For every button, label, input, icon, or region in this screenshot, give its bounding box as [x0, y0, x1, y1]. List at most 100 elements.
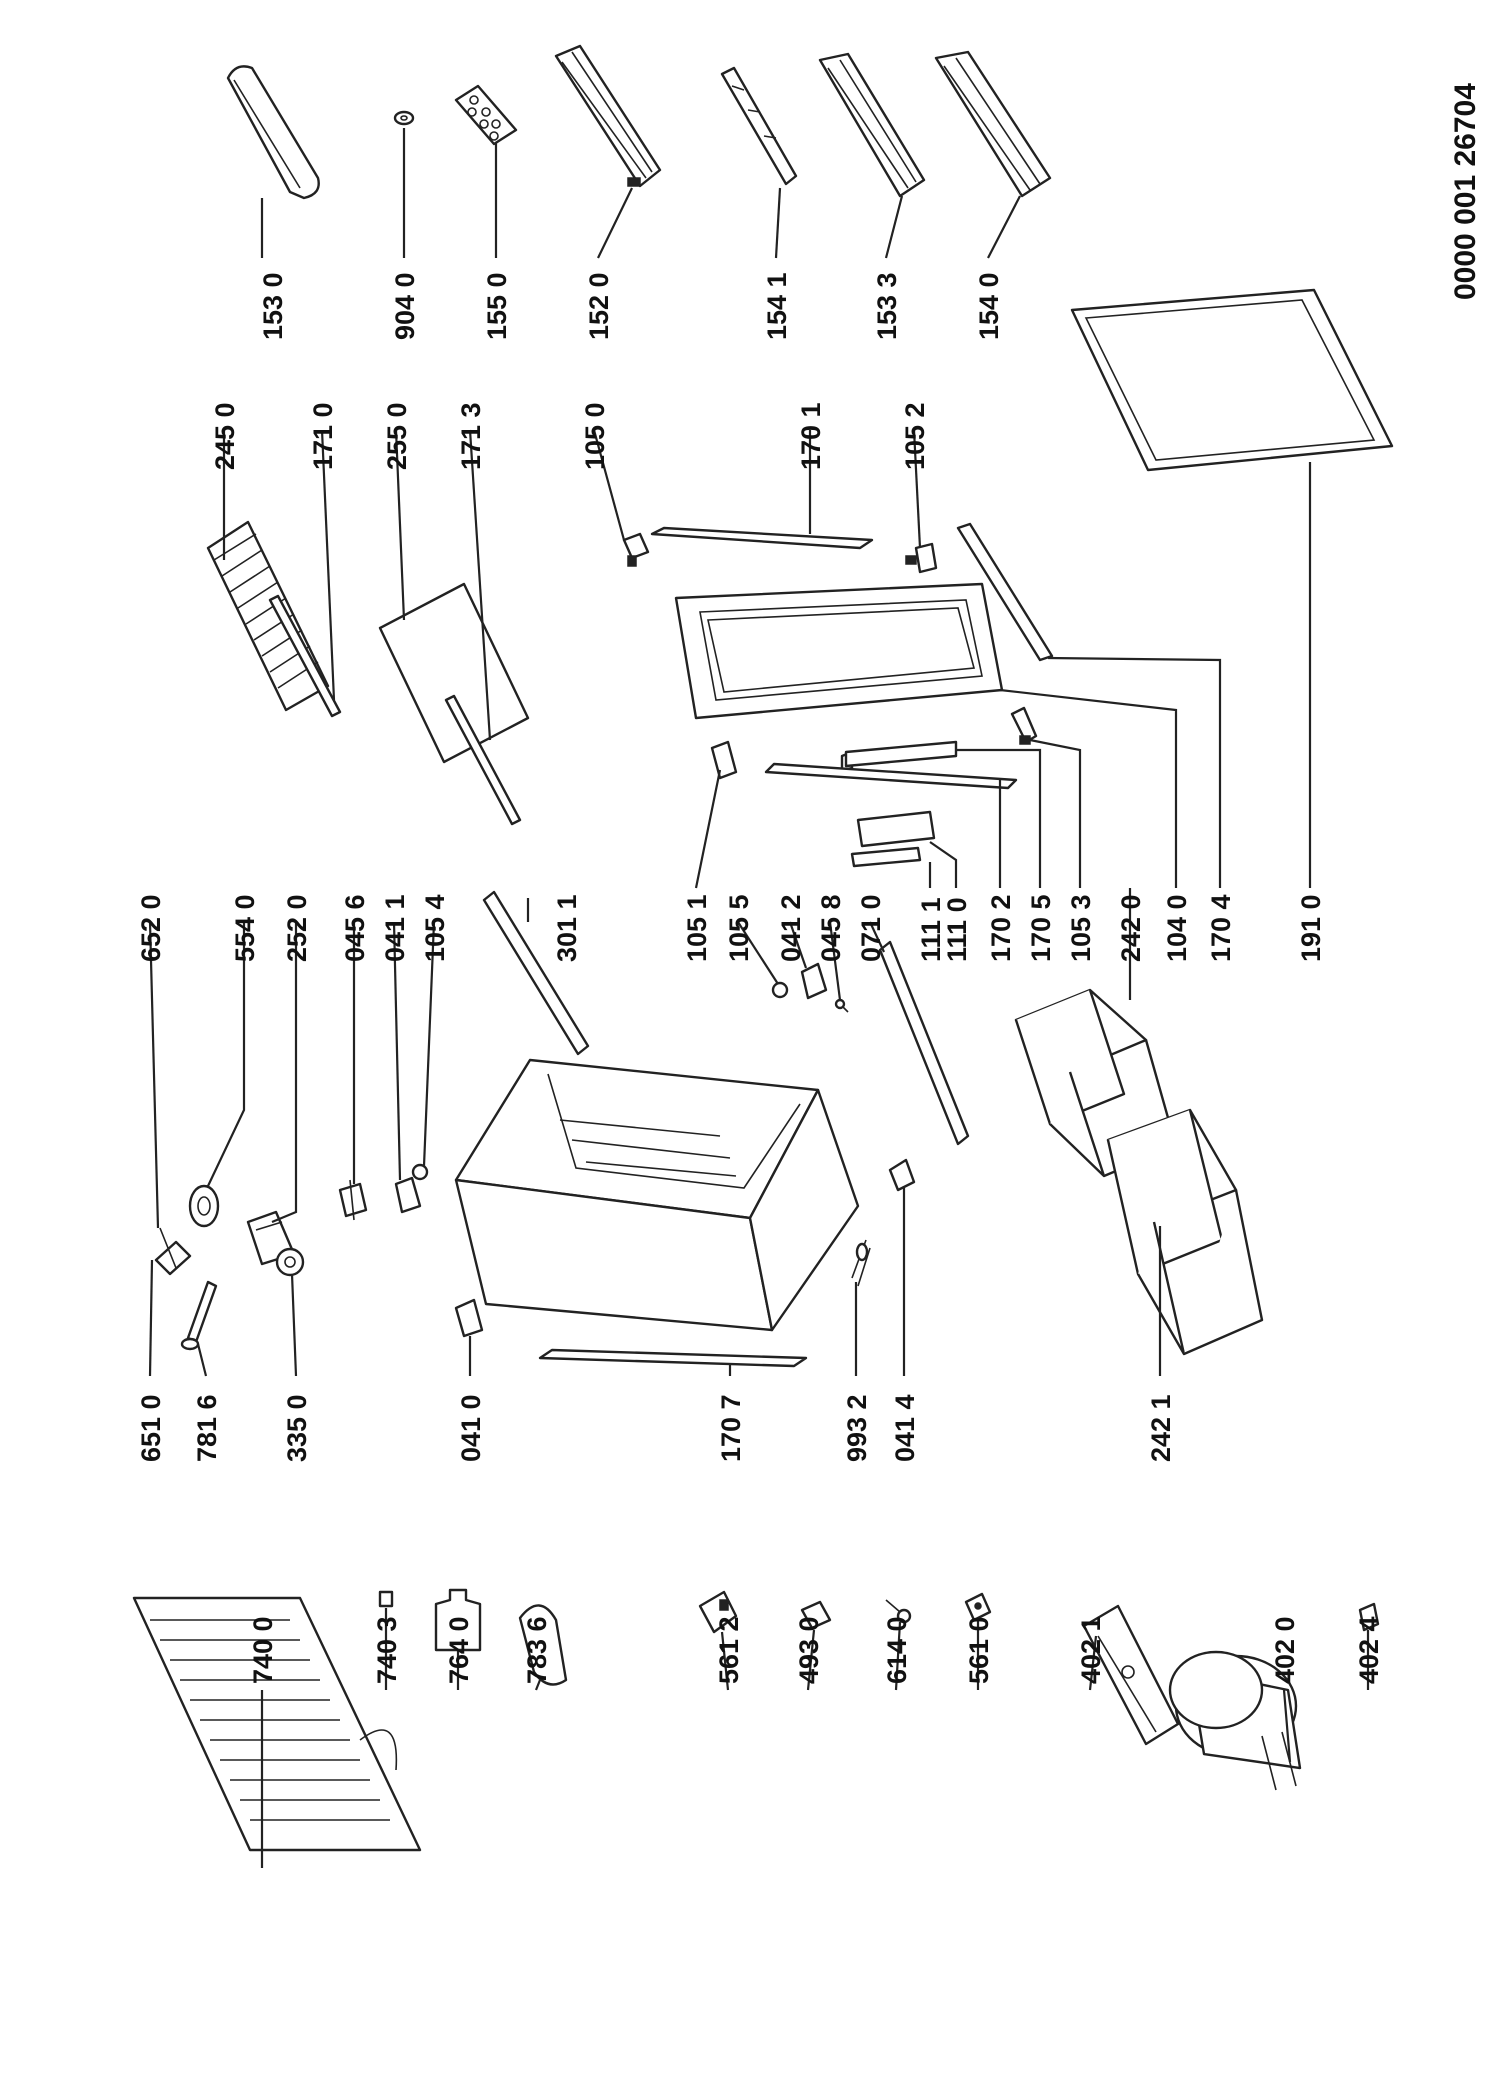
- callout-1111: 111 1: [916, 897, 946, 962]
- callout-2421: 242 1: [1146, 1394, 1176, 1462]
- door-shelf-1530-part: [226, 65, 320, 200]
- door-shelf-1533-part: [818, 52, 926, 198]
- parts-drawings: [132, 44, 1394, 1852]
- callout-2520: 252 0: [282, 894, 312, 962]
- hinge-1050-part: [622, 532, 650, 567]
- callout-1052: 105 2: [900, 402, 930, 470]
- capillary-7640-part: [434, 1588, 482, 1652]
- callout-5610: 561 0: [964, 1616, 994, 1684]
- callout-1051: 105 1: [682, 894, 712, 962]
- callout-0710: 071 0: [856, 894, 886, 962]
- shelf-rail-1710-part: [268, 594, 342, 718]
- door-bar-1701-part: [650, 526, 874, 550]
- callout-1520: 152 0: [584, 272, 614, 340]
- callout-labels: 153 0 904 0 155 0 152 0 154 1 153 3 154 …: [136, 272, 1384, 1684]
- bracket-0411-part: [394, 1176, 422, 1214]
- callout-1910: 191 0: [1296, 894, 1326, 962]
- leader-lines: [148, 128, 1370, 1868]
- door-bar-1702-part: [764, 762, 1018, 790]
- callout-9932: 993 2: [842, 1394, 872, 1462]
- callout-1710: 171 0: [308, 402, 338, 470]
- callout-3350: 335 0: [282, 1394, 312, 1462]
- door-rail-1541-part: [720, 66, 798, 186]
- callout-6510: 651 0: [136, 1394, 166, 1462]
- callout-4021: 402 1: [1076, 1616, 1106, 1684]
- callout-2550: 255 0: [382, 402, 412, 470]
- callout-4024: 402 4: [1354, 1616, 1384, 1684]
- pipe-7836-part: [518, 1604, 568, 1686]
- callout-4020: 402 0: [1270, 1616, 1300, 1684]
- nut-9040-part: [393, 110, 415, 126]
- switch-5610-part: [964, 1592, 992, 1622]
- callout-1040: 104 0: [1162, 894, 1192, 962]
- thermostat-5540-part: [188, 1184, 220, 1228]
- document-number: 0000 001 26704: [1449, 83, 1482, 300]
- callout-5540: 554 0: [230, 894, 260, 962]
- callout-1053: 105 3: [1066, 894, 1096, 962]
- probe-7816-part: [180, 1280, 218, 1351]
- egg-tray-1550-part: [454, 84, 518, 146]
- callout-7400: 740 0: [248, 1616, 278, 1684]
- door-bar-1704-part: [956, 522, 1054, 662]
- callout-1110: 111 0: [942, 897, 972, 962]
- door-shelf-1540-part: [934, 50, 1052, 198]
- callout-1533: 153 3: [872, 272, 902, 340]
- shelf-rail-1713-part: [444, 694, 522, 826]
- door-1040-part: [674, 582, 1004, 720]
- callout-6140: 614 0: [882, 1616, 912, 1684]
- callout-1550: 155 0: [482, 272, 512, 340]
- callout-1713: 171 3: [456, 402, 486, 470]
- clip-0410-part: [454, 1298, 484, 1338]
- drier-7403-part: [378, 1590, 394, 1608]
- bracket-0456-part: [338, 1179, 368, 1221]
- relay-5612-part: [698, 1590, 738, 1634]
- callout-2450: 245 0: [210, 402, 240, 470]
- callout-0456: 045 6: [340, 894, 370, 962]
- callout-1704: 170 4: [1206, 894, 1236, 962]
- lamp-6140-part: [885, 1599, 912, 1624]
- rail-0710-part: [878, 940, 970, 1146]
- handle-1110-part: [856, 810, 936, 848]
- grommet-4024-part: [1358, 1602, 1380, 1632]
- callout-1701: 170 1: [796, 402, 826, 470]
- side-rail-3011-part: [482, 890, 590, 1056]
- door-shelf-1520-part: [554, 44, 662, 188]
- callout-0412: 041 2: [776, 894, 806, 962]
- screw-1055-part: [771, 981, 789, 999]
- clip-0414-part: [888, 1158, 916, 1192]
- glass-shelf-2550-part: [378, 582, 530, 764]
- gasket-1910-part: [1070, 288, 1394, 472]
- hinge-1051-part: [710, 740, 738, 780]
- callout-7403: 740 3: [372, 1616, 402, 1684]
- callout-0410: 041 0: [456, 1394, 486, 1462]
- knob-3350-part: [275, 1247, 305, 1277]
- hinge-1052-part: [905, 542, 938, 574]
- base-plate-4021-part: [1082, 1604, 1180, 1746]
- callout-3011: 301 1: [552, 894, 582, 962]
- screw-0458-part: [834, 998, 849, 1013]
- callout-1541: 154 1: [762, 272, 792, 340]
- callout-2420: 242 0: [1116, 894, 1146, 962]
- thermostat-knob-6520-part: [154, 1227, 192, 1276]
- cabinet-part: [454, 1058, 860, 1332]
- callout-9040: 904 0: [390, 272, 420, 340]
- wire-shelf-2450-part: [206, 520, 330, 712]
- callout-0414: 041 4: [890, 1394, 920, 1462]
- callout-1054: 105 4: [420, 894, 450, 962]
- handle-cover-1111-part: [850, 846, 922, 868]
- callout-7640: 764 0: [444, 1616, 474, 1684]
- callout-6520: 652 0: [136, 894, 166, 962]
- callout-0411: 041 1: [380, 894, 410, 962]
- clip-0412-part: [800, 962, 828, 1000]
- screw-1054-part: [411, 1163, 429, 1181]
- drawer-2421-part: [1106, 1108, 1264, 1356]
- callout-5612: 561 2: [714, 1616, 744, 1684]
- callout-1705: 170 5: [1026, 894, 1056, 962]
- callout-1707: 170 7: [716, 1394, 746, 1462]
- compressor-4020-part: [1168, 1650, 1302, 1791]
- rail-1707-part: [538, 1348, 808, 1368]
- callout-1055: 105 5: [724, 894, 754, 962]
- callout-1540: 154 0: [974, 272, 1004, 340]
